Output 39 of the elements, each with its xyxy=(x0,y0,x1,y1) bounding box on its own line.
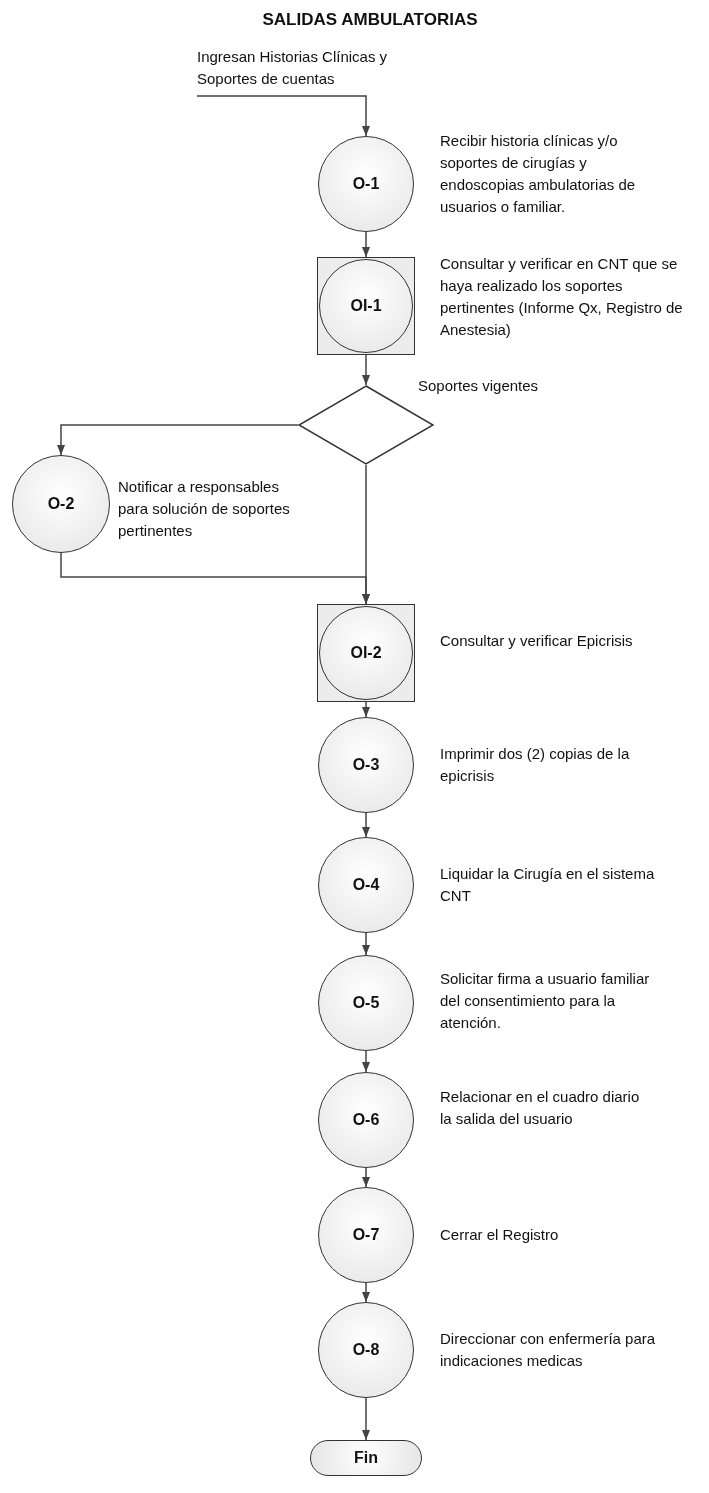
operation-inspection-symbol xyxy=(317,604,415,702)
step-code: O-4 xyxy=(352,876,380,894)
step-code: O-2 xyxy=(47,495,75,513)
step-description: Consultar y verificar en CNT que se haya realizado los soportes pertinentes (Informe Qx, Registro de Anestesia) xyxy=(440,254,684,340)
step-code: OI-2 xyxy=(350,644,382,662)
arrow xyxy=(362,231,370,258)
arrow xyxy=(60,552,370,605)
arrow xyxy=(362,354,370,386)
step-description: Liquidar la Cirugía en el sistema CNT xyxy=(440,864,655,906)
step-code: Fin xyxy=(354,1449,378,1467)
arrow xyxy=(196,95,370,137)
step-description: Relacionar en el cuadro diario la salida del usuario xyxy=(440,1087,641,1129)
step-code: O-5 xyxy=(352,994,380,1012)
step-code: O-1 xyxy=(352,175,380,193)
step-description: Imprimir dos (2) copias de la epicrisis xyxy=(440,744,631,786)
input-note: Ingresan Historias Clínicas y Soportes de cuentas xyxy=(197,46,407,90)
step-description: Consultar y verificar Epicrisis xyxy=(440,631,634,651)
step-code: OI-1 xyxy=(350,297,382,315)
step-code: O-8 xyxy=(352,1341,380,1359)
arrow xyxy=(362,1050,370,1073)
step-description: Recibir historia clínicas y/o soportes de cirugías y endoscopias ambulatorias de usuarios o familiar. xyxy=(440,131,637,217)
arrow xyxy=(57,424,299,456)
step-description: Solicitar firma a usuario familiar del consentimiento para la atención. xyxy=(440,969,651,1033)
step-description: Cerrar el Registro xyxy=(440,1225,560,1245)
terminator xyxy=(310,1440,422,1476)
step-description: Notificar a responsables para solución de soportes pertinentes xyxy=(118,477,291,541)
arrow xyxy=(362,1167,370,1188)
arrow xyxy=(362,1282,370,1303)
step-code: O-7 xyxy=(352,1226,380,1244)
title: SALIDAS AMBULATORIAS xyxy=(261,10,479,30)
step-description: Direccionar con enfermería para indicaciones medicas xyxy=(440,1329,657,1371)
arrow xyxy=(362,1397,370,1441)
operation-inspection-symbol xyxy=(317,257,415,355)
arrow xyxy=(362,812,370,838)
arrow xyxy=(362,932,370,956)
step-code: O-3 xyxy=(352,756,380,774)
step-code: O-6 xyxy=(352,1111,380,1129)
arrow xyxy=(362,701,370,718)
step-description: Soportes vigentes xyxy=(418,376,540,396)
